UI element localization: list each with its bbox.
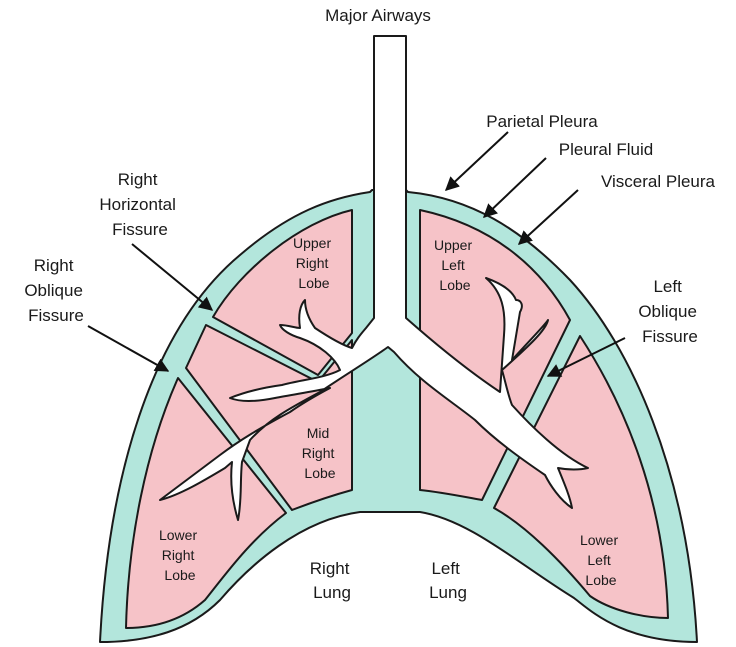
parietal-pleura-arrow [446, 132, 508, 190]
major-airways-label: Major Airways [325, 6, 431, 25]
pleural-fluid-arrow [484, 158, 546, 217]
mid-right-lobe-label: Mid Right Lobe [302, 425, 339, 481]
right-lung-label: Right Lung [310, 559, 354, 602]
left-lung-label: Left Lung [429, 559, 467, 602]
visceral-pleura-label: Visceral Pleura [601, 172, 716, 191]
parietal-pleura-label: Parietal Pleura [486, 112, 598, 131]
right-horizontal-fissure-arrow [132, 244, 212, 310]
visceral-pleura-arrow [519, 190, 578, 244]
lower-right-lobe-label: Lower Right Lobe [159, 527, 201, 583]
right-horizontal-fissure-label: Right Horizontal Fissure [99, 170, 180, 239]
right-oblique-fissure-label: Right Oblique Fissure [24, 256, 87, 325]
upper-right-lobe-label: Upper Right Lobe [293, 235, 335, 291]
left-oblique-fissure-label: Left Oblique Fissure [638, 277, 701, 346]
pleural-fluid-label: Pleural Fluid [559, 140, 654, 159]
right-oblique-fissure-arrow [88, 326, 168, 371]
